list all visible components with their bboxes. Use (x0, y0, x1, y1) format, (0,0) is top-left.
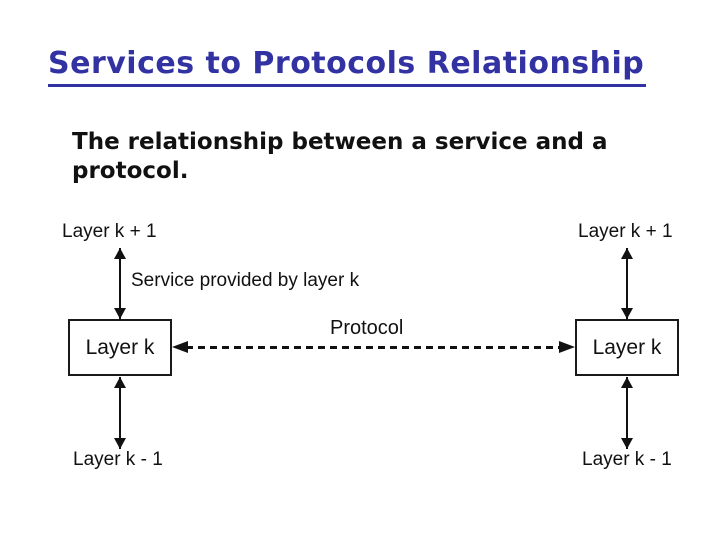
protocol-dashed-line (186, 346, 561, 349)
layer-k-box-left: Layer k (68, 319, 172, 376)
subtitle-line-2: protocol. (72, 158, 189, 184)
layer-k-box-right-label: Layer k (592, 335, 662, 359)
interface-arrow-lower-right (621, 377, 633, 449)
label-layer-k-minus-1-right: Layer k - 1 (582, 449, 672, 470)
interface-arrow-lower-left (114, 377, 126, 449)
page-title-text: Services to Protocols Relationship (48, 46, 647, 87)
label-service-provided: Service provided by layer k (131, 270, 360, 291)
protocol-arrowhead-right (559, 341, 575, 353)
label-layer-k-minus-1-left: Layer k - 1 (73, 449, 163, 470)
label-layer-k-plus-1-left: Layer k + 1 (62, 221, 157, 242)
interface-arrow-upper-left (114, 248, 126, 319)
slide-subtitle: The relationship between a service and a… (72, 128, 608, 186)
label-layer-k-plus-1-right: Layer k + 1 (578, 221, 673, 242)
subtitle-line-1: The relationship between a service and a (72, 129, 608, 155)
label-protocol: Protocol (330, 317, 404, 339)
page-title: Services to Protocols Relationship (48, 46, 647, 87)
interface-arrow-upper-right (621, 248, 633, 319)
protocol-arrowhead-left (172, 341, 188, 353)
layer-k-box-right: Layer k (575, 319, 679, 376)
layer-k-box-left-label: Layer k (85, 335, 155, 359)
